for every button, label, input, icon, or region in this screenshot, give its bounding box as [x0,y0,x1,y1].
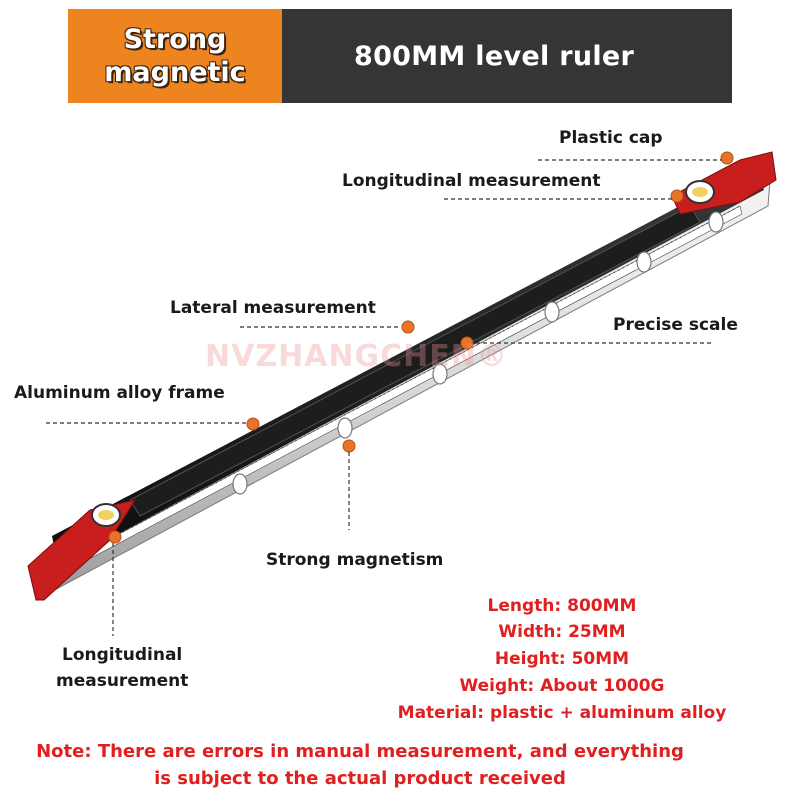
spec-height: Height: 50MM [494,649,630,669]
magnet-windows [232,211,724,495]
aluminum-alloy-frame-label: Aluminum alloy frame [14,383,225,403]
strong-magnetic-badge: Strong magnetic [68,9,282,103]
spec-weight: Weight: About 1000G [459,676,665,696]
spec-material: Material: plastic + aluminum alloy [397,703,727,723]
plastic-cap-label: Plastic cap [559,128,663,148]
longitudinal-measurement-bottom-label-line2: measurement [56,671,189,691]
longitudinal-measurement-top-label: Longitudinal measurement [342,171,601,191]
callout-leader-lines [46,159,722,636]
longitudinal-measurement-bottom-label-line1: Longitudinal [62,645,183,665]
badge-line-1: Strong [123,24,227,55]
lateral-measurement-label: Lateral measurement [170,298,376,318]
product-title: 800MM level ruler [282,9,732,103]
callout-dots [108,151,734,544]
spec-length: Length: 800MM [487,596,637,616]
watermark: NVZHANGCHEN® [205,339,508,374]
badge-line-2: magnetic [104,57,246,88]
frame-channel [129,205,701,517]
disclaimer-note: Note: There are errors in manual measure… [0,738,720,792]
note-line-1: Note: There are errors in manual measure… [36,741,684,762]
header-banner: Strong magnetic 800MM level ruler [68,9,732,103]
spec-width: Width: 25MM [498,622,626,642]
note-line-2: is subject to the actual product receive… [154,768,566,789]
precise-scale-label: Precise scale [613,315,738,335]
strong-magnetism-label: Strong magnetism [266,550,444,570]
